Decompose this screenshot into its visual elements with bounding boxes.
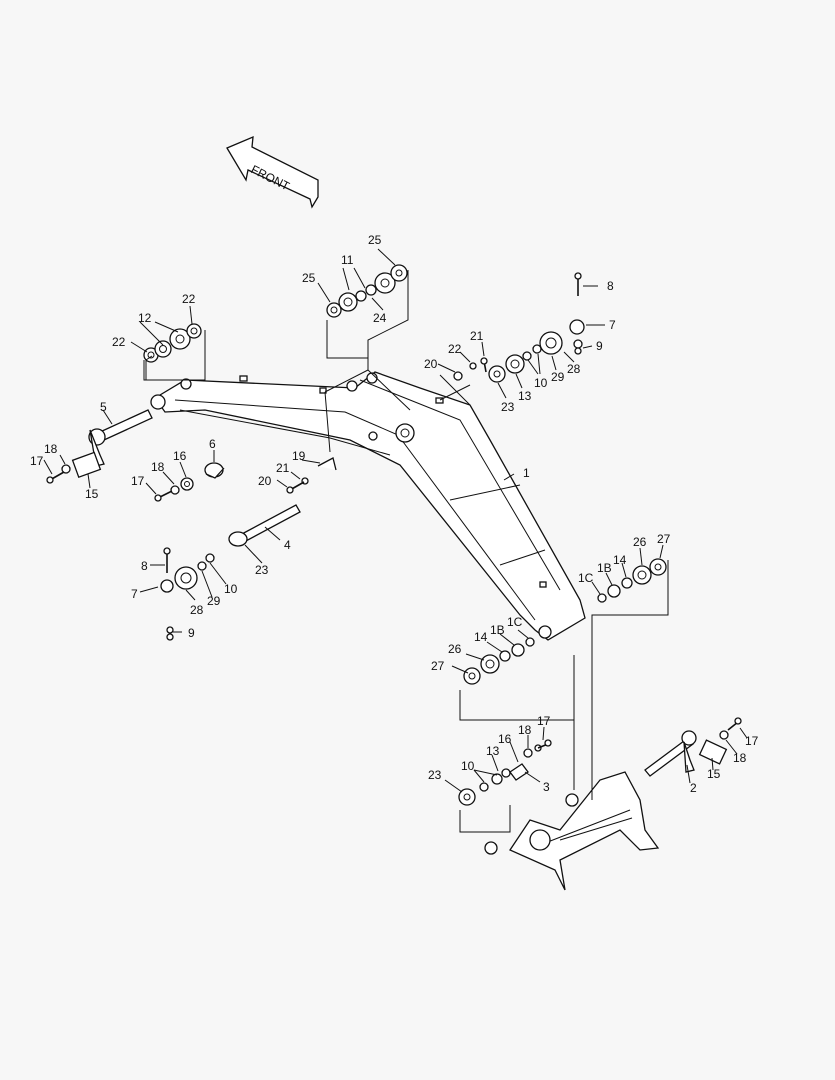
label-16: 16 [498,732,512,746]
label-26: 26 [448,642,462,656]
label-8: 8 [607,279,614,293]
bolts [46,272,742,749]
label-16: 16 [173,449,187,463]
label-13: 13 [486,744,500,758]
label-29: 29 [207,594,221,608]
label-18: 18 [518,723,532,737]
label-10: 10 [224,582,238,596]
label-3: 3 [543,780,550,794]
label-9: 9 [188,626,195,640]
label-25: 25 [302,271,316,285]
label-21: 21 [470,329,484,343]
label-4: 4 [284,538,291,552]
label-6: 6 [209,437,216,451]
washers [61,264,729,806]
label-7: 7 [131,587,138,601]
label-1B: 1B [490,623,505,637]
label-18: 18 [44,442,58,456]
label-18: 18 [733,751,747,765]
part-labels: 1 2 3 4 5 6 7 7 8 8 9 9 10 10 10 11 12 1… [30,233,759,795]
pin-2 [644,730,697,777]
label-27: 27 [431,659,445,673]
label-5: 5 [100,400,107,414]
label-20: 20 [424,357,438,371]
label-25: 25 [368,233,382,247]
label-13: 13 [518,389,532,403]
label-10: 10 [534,376,548,390]
label-8: 8 [141,559,148,573]
label-1C: 1C [507,615,523,629]
label-22: 22 [182,292,196,306]
label-23: 23 [255,563,269,577]
boom-body [150,371,586,641]
label-1: 1 [523,466,530,480]
label-23: 23 [501,400,515,414]
label-7: 7 [609,318,616,332]
label-1B: 1B [597,561,612,575]
label-17: 17 [30,454,44,468]
label-17: 17 [745,734,759,748]
label-21: 21 [276,461,290,475]
pin-5 [88,409,153,467]
label-2: 2 [690,781,697,795]
label-17: 17 [537,714,551,728]
label-29: 29 [551,370,565,384]
label-9: 9 [596,339,603,353]
label-17: 17 [131,474,145,488]
label-22: 22 [448,342,462,356]
label-27: 27 [657,532,671,546]
label-12: 12 [138,311,152,325]
arm-bracket [484,771,660,891]
label-11: 11 [341,253,354,267]
label-1C: 1C [578,571,594,585]
leader-lines [43,248,748,833]
label-15: 15 [85,487,99,501]
pin-6 [204,462,225,479]
pin-4 [228,504,301,547]
label-24: 24 [373,311,387,325]
label-22: 22 [112,335,126,349]
label-14: 14 [613,553,627,567]
label-28: 28 [190,603,204,617]
label-26: 26 [633,535,647,549]
label-28: 28 [567,362,581,376]
label-19: 19 [292,449,306,463]
label-10: 10 [461,759,475,773]
label-18: 18 [151,460,165,474]
label-15: 15 [707,767,721,781]
front-arrow: FRONT [226,135,319,209]
label-23: 23 [428,768,442,782]
label-20: 20 [258,474,272,488]
label-14: 14 [474,630,488,644]
